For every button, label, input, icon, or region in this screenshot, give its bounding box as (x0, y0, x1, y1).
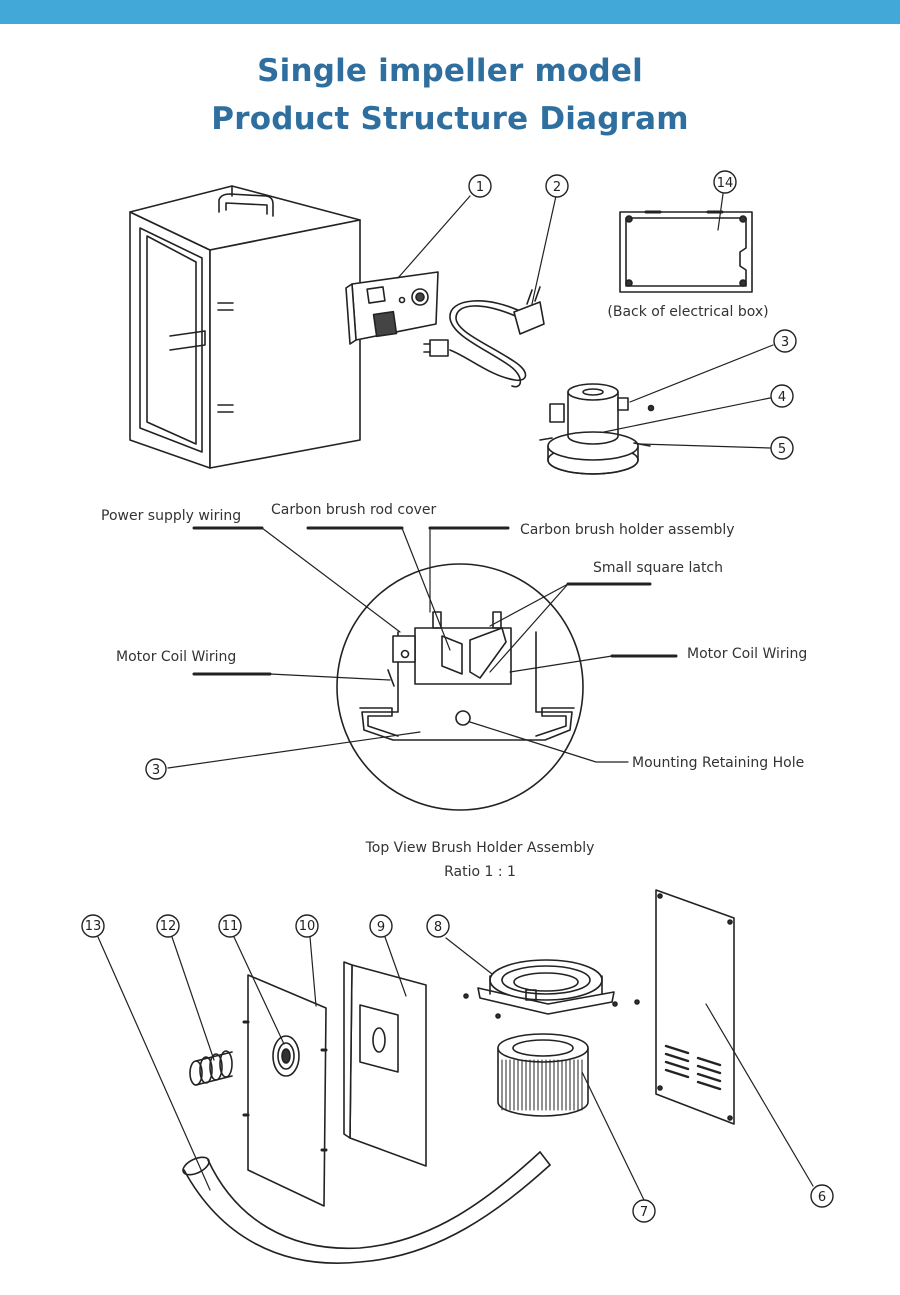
callout-10: 10 (295, 914, 319, 938)
callout-5: 5 (770, 436, 794, 460)
detail-ratio: Ratio 1 : 1 (444, 864, 516, 880)
svg-text:8: 8 (434, 920, 442, 935)
callout-13: 13 (81, 914, 105, 938)
detail-leaders (167, 526, 678, 769)
back-electrical-box (619, 210, 753, 293)
callout-4: 4 (770, 384, 794, 408)
back-box-caption: (Back of electrical box) (607, 304, 768, 320)
back-panel (655, 889, 735, 1125)
svg-text:4: 4 (778, 390, 786, 405)
svg-text:2: 2 (553, 180, 561, 195)
callout-14: 14 (713, 170, 737, 194)
callout-2: 2 (545, 174, 569, 198)
label-rod-cover: Carbon brush rod cover (271, 502, 437, 518)
callouts: 1 2 14 3 4 5 13 12 (81, 170, 834, 1223)
label-holder-assembly: Carbon brush holder assembly (520, 522, 735, 538)
cabinet (129, 185, 361, 469)
brush-holder-detail (336, 563, 584, 811)
top-accent-bar (0, 0, 900, 24)
filter-cartridge (497, 1033, 589, 1117)
svg-text:11: 11 (222, 919, 239, 934)
seal-panel (343, 961, 427, 1167)
callout-6: 6 (810, 1184, 834, 1208)
callout-3-detail: 3 (145, 758, 167, 780)
svg-text:14: 14 (717, 176, 734, 191)
svg-text:12: 12 (160, 919, 177, 934)
callout-11: 11 (218, 914, 242, 938)
callout-8: 8 (426, 914, 450, 938)
title-line-1: Single impeller model (257, 53, 643, 89)
svg-text:10: 10 (299, 919, 316, 934)
label-coil-wiring-right: Motor Coil Wiring (687, 646, 807, 662)
hose-connector (189, 1050, 233, 1086)
label-retaining-hole: Mounting Retaining Hole (632, 755, 804, 771)
label-power-supply-wiring: Power supply wiring (101, 508, 241, 524)
callout-3: 3 (773, 329, 797, 353)
label-square-latch: Small square latch (593, 560, 723, 576)
detail-caption: Top View Brush Holder Assembly (365, 840, 595, 856)
title-line-2: Product Structure Diagram (211, 101, 689, 137)
svg-text:3: 3 (781, 335, 789, 350)
svg-text:3: 3 (152, 763, 160, 778)
text-labels: (Back of electrical box) Power supply wi… (101, 304, 807, 880)
hose (182, 1151, 551, 1264)
svg-text:13: 13 (85, 919, 102, 934)
svg-text:6: 6 (818, 1190, 826, 1205)
callout-9: 9 (369, 914, 393, 938)
filter-holder (463, 959, 640, 1019)
electrical-box (345, 271, 439, 345)
svg-text:9: 9 (377, 920, 385, 935)
svg-text:5: 5 (778, 442, 786, 457)
power-cord (423, 286, 545, 388)
callout-7: 7 (632, 1199, 656, 1223)
inlet-panel (242, 974, 328, 1207)
callout-1: 1 (468, 174, 492, 198)
label-coil-wiring-left: Motor Coil Wiring (116, 649, 236, 665)
svg-text:7: 7 (640, 1205, 648, 1220)
motor (539, 383, 655, 475)
callout-leaders (97, 193, 814, 1201)
callout-12: 12 (156, 914, 180, 938)
svg-text:1: 1 (476, 180, 484, 195)
